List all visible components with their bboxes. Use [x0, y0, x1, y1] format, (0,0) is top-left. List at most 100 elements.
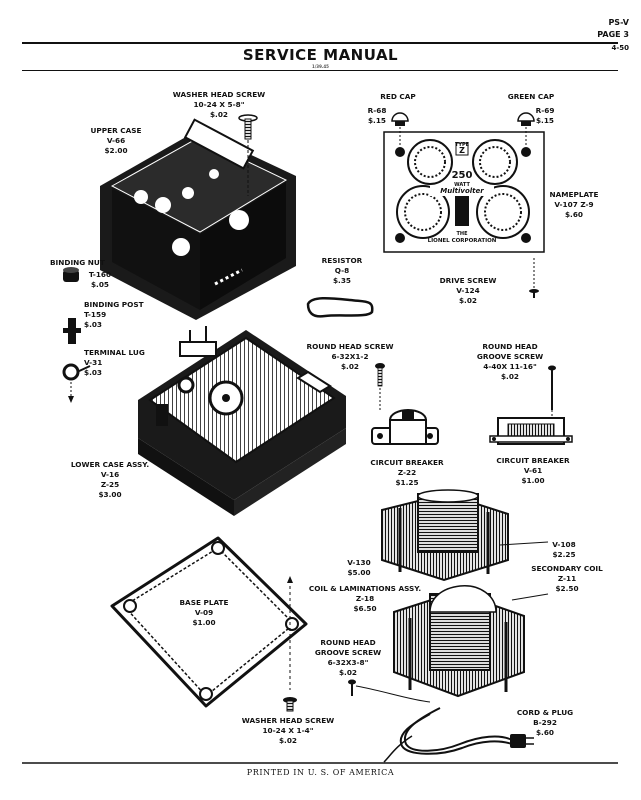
part-name: CIRCUIT BREAKER	[370, 458, 444, 467]
part-code: B-292	[533, 718, 557, 727]
nameplate-watt-label: WATT	[454, 182, 470, 188]
nameplate-type-letter: Z	[459, 146, 465, 155]
part-name: ROUND HEAD SCREW	[306, 342, 394, 351]
doc-code: PS-V	[608, 18, 629, 27]
part-price: $.02	[209, 110, 228, 119]
label-base-plate: BASE PLATE V-09 $1.00	[172, 598, 236, 628]
part-name: WASHER HEAD SCREW	[241, 716, 335, 725]
label-red-cap-code: R-68 $.15	[362, 106, 392, 126]
part-spec: 10-24 x 1-4"	[262, 726, 314, 735]
part-name: LOWER CASE ASSY.	[70, 460, 150, 469]
part-spec: 10-24 x 5-8"	[193, 100, 245, 109]
resistor-drawing	[306, 297, 374, 318]
label-red-cap: RED CAP	[358, 92, 438, 102]
doc-date: 4-50	[611, 44, 629, 52]
page-title: SERVICE MANUAL	[242, 46, 399, 64]
part-name: CORD & PLUG	[516, 708, 574, 717]
nameplate-watts: 250	[451, 170, 473, 181]
part-price: $.60	[535, 728, 554, 737]
nameplate-maker-line1: THE	[456, 231, 468, 237]
label-binding-nut-code: T-160 $.05	[80, 270, 120, 290]
part-code: R-68	[367, 106, 387, 115]
part-name: RESISTOR	[321, 256, 363, 265]
binding-post-drawing	[63, 318, 81, 344]
part-code: V-130	[347, 558, 371, 567]
footer-printed-in: PRINTED IN U. S. OF AMERICA	[246, 768, 395, 777]
terminal-lug-drawing	[62, 363, 91, 403]
label-green-cap-code: R-69 $.15	[530, 106, 560, 126]
part-code: V-107 Z-9	[554, 200, 594, 209]
header-bottom-rule	[22, 70, 618, 71]
label-groove-screw-top: ROUND HEAD GROOVE SCREW 4-40x 11-16" $.0…	[466, 342, 554, 382]
part-price: $6.50	[353, 604, 377, 613]
label-terminal-lug: TERMINAL LUG V-31 $.03	[84, 348, 148, 378]
label-washer-head-screw-bottom: WASHER HEAD SCREW 10-24 x 1-4" $.02	[232, 716, 344, 746]
part-name: BASE PLATE	[179, 598, 229, 607]
label-lower-case: LOWER CASE ASSY. V-16 Z-25 $3.00	[62, 460, 158, 500]
part-code: Z-22	[397, 468, 417, 477]
part-price: $2.50	[555, 584, 579, 593]
groove-screw-bottom-drawing	[348, 679, 431, 703]
part-name: DRIVE SCREW	[439, 276, 497, 285]
part-code: T-160	[88, 270, 112, 279]
binding-nut-drawing	[63, 267, 79, 282]
label-green-cap: GREEN CAP	[494, 92, 568, 102]
part-price: $.15	[367, 116, 386, 125]
part-price: $1.00	[192, 618, 216, 627]
part-code: V-108	[552, 540, 576, 549]
part-name-1: ROUND HEAD	[482, 342, 538, 351]
part-name-1: ROUND HEAD	[320, 638, 376, 647]
cord-plug-drawing	[383, 707, 534, 763]
part-price: $.15	[535, 116, 554, 125]
part-code: Z-18	[355, 594, 375, 603]
round-head-screw-drawing	[375, 363, 385, 412]
label-binding-post: BINDING POST T-159 $.03	[84, 300, 148, 330]
part-name: BINDING POST	[84, 300, 144, 309]
label-resistor: RESISTOR Q-8 $.35	[312, 256, 372, 286]
part-name: CIRCUIT BREAKER	[496, 456, 570, 465]
part-code: V-31	[84, 358, 103, 367]
part-price: $5.00	[347, 568, 371, 577]
coil-laminations-drawing	[393, 585, 549, 698]
part-price: $.35	[332, 276, 351, 285]
label-v108: V-108 $2.25	[544, 540, 584, 560]
red-cap-drawing	[391, 112, 409, 146]
part-code-1: V-16	[100, 470, 120, 479]
part-code: R-69	[535, 106, 555, 115]
label-secondary-coil: SECONDARY COIL Z-11 $2.50	[524, 564, 610, 594]
part-name: RED CAP	[380, 92, 416, 101]
part-name: TERMINAL LUG	[84, 348, 145, 357]
green-cap-drawing	[517, 112, 535, 146]
part-spec: 4-40x 11-16"	[483, 362, 537, 371]
part-code: V-61	[523, 466, 543, 475]
label-upper-case: UPPER CASE V-66 $2.00	[70, 126, 162, 156]
part-price: $3.00	[98, 490, 122, 499]
part-price: $.60	[564, 210, 583, 219]
part-price: $.03	[84, 320, 103, 329]
print-stamp: 1/39.45	[312, 64, 329, 69]
part-name: SECONDARY COIL	[531, 564, 603, 573]
part-price: $.02	[338, 668, 357, 677]
base-plate-drawing	[110, 536, 308, 708]
part-price: $2.25	[552, 550, 576, 559]
coil-v130-drawing	[381, 489, 549, 582]
nameplate-brand: Multivolter	[430, 186, 494, 196]
part-price: $.02	[278, 736, 297, 745]
nameplate-maker-line2: LIONEL CORPORATION	[427, 238, 497, 244]
part-code: Q-8	[334, 266, 350, 275]
label-cord-plug: CORD & PLUG B-292 $.60	[508, 708, 582, 738]
part-price: $.02	[500, 372, 519, 381]
label-v130: V-130 $5.00	[336, 558, 382, 578]
circuit-breaker-v61-drawing	[489, 417, 573, 445]
part-spec: 6-32x3-8"	[327, 658, 369, 667]
part-price: $.05	[90, 280, 109, 289]
circuit-breaker-z22-drawing	[371, 409, 439, 445]
label-drive-screw: DRIVE SCREW V-124 $.02	[428, 276, 508, 306]
part-code: V-09	[194, 608, 214, 617]
part-price: $2.00	[104, 146, 128, 155]
label-nameplate: NAMEPLATE V-107 Z-9 $.60	[530, 190, 618, 220]
part-price: $1.25	[395, 478, 419, 487]
part-name: NAMEPLATE	[549, 190, 599, 199]
part-price: $.02	[340, 362, 359, 371]
